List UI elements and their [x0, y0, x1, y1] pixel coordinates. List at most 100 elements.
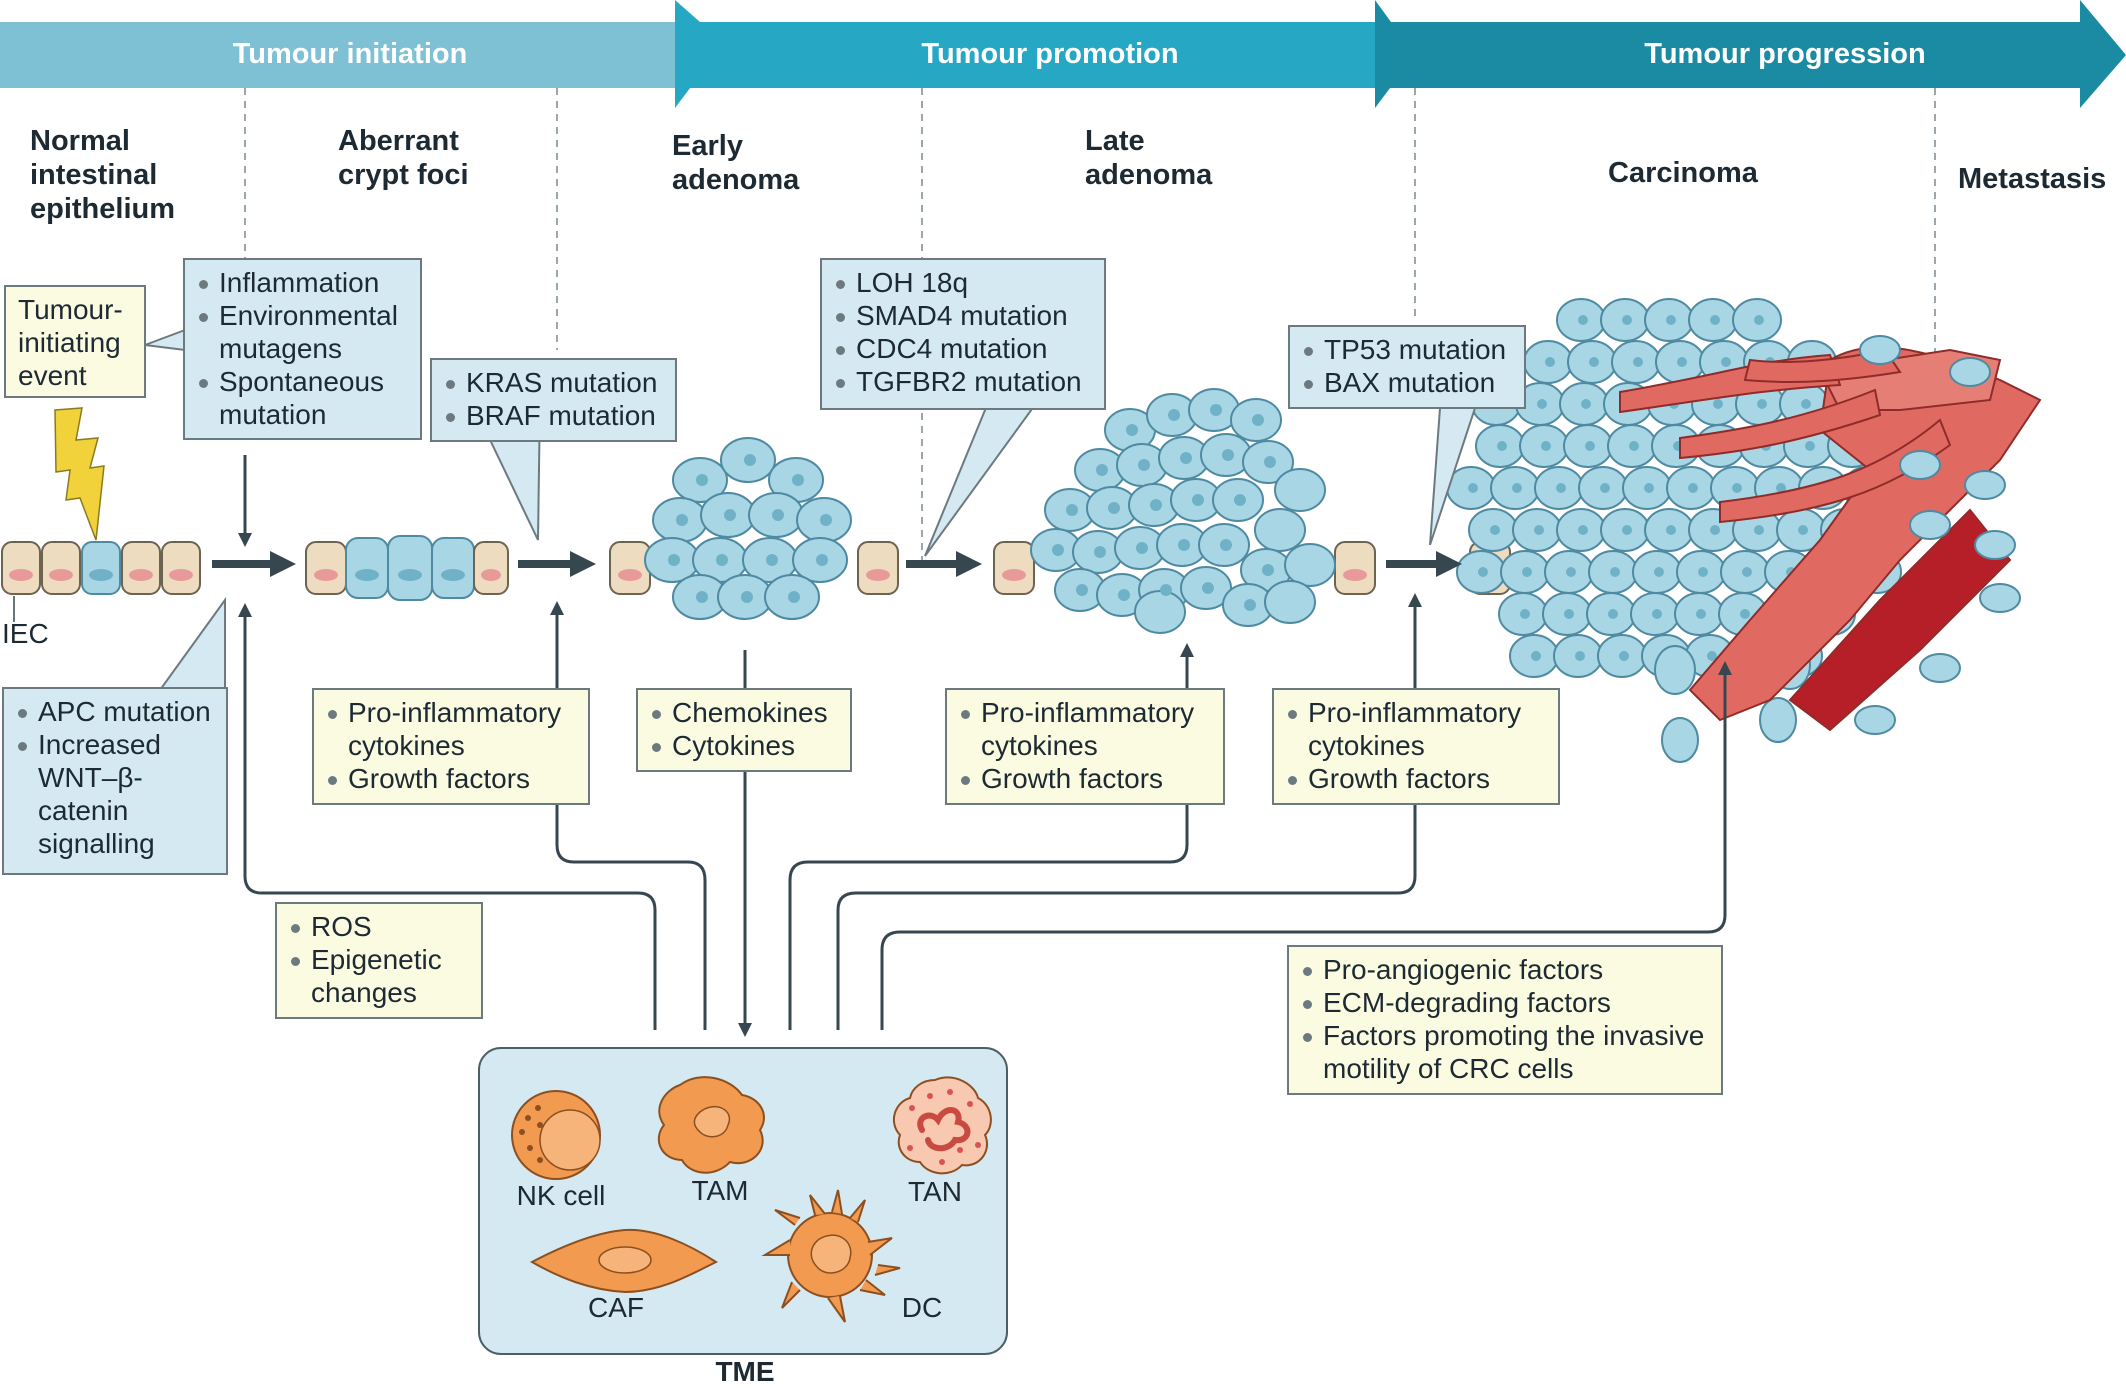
tumour-cell-nucleus [1534, 525, 1544, 535]
caf-label: CAF [588, 1292, 644, 1323]
tam-label: TAM [691, 1175, 749, 1206]
list-item: APC mutation [16, 695, 216, 728]
tumour-cell-nucleus [1619, 651, 1629, 661]
tumour-cell-nucleus [1520, 609, 1530, 619]
phase-arrow-progression-body [1380, 22, 2080, 88]
signal-arrows [238, 455, 1732, 1037]
tumour-cell-nucleus [1581, 399, 1591, 409]
list-item: Epigenetic changes [289, 943, 471, 1009]
detached-tumour-cell [1654, 645, 1696, 695]
tumour-cell-nucleus [1629, 441, 1639, 451]
phase-arrow-progression-tip [2080, 0, 2126, 108]
tumour-cell-nucleus [1468, 483, 1478, 493]
late-adenoma [993, 388, 1376, 634]
tumour-cell-nucleus [1622, 525, 1632, 535]
tumour-cell-nucleus [1698, 567, 1708, 577]
tumour-cell-nucleus [1666, 525, 1676, 535]
aberrant-crypt-cells [305, 535, 509, 601]
list-item: Chemokines [650, 696, 840, 729]
list-item: KRAS mutation [444, 366, 665, 399]
tumour-cell-nucleus [1490, 525, 1500, 535]
list-item: ROS [289, 910, 471, 943]
tumour-cell-nucleus [1688, 483, 1698, 493]
tumour-cell-nucleus [1754, 315, 1764, 325]
stage-label-early-adenoma: Early adenoma [672, 130, 800, 196]
tumour-cell-nucleus [1578, 315, 1588, 325]
tam-cell-icon [657, 1076, 765, 1174]
stage-label-carcinoma: Carcinoma [1608, 157, 1758, 189]
list-item: ECM-degrading factors [1301, 986, 1711, 1019]
stage-label-metastasis: Metastasis [1958, 163, 2107, 195]
list-item: Environmental mutagens [197, 299, 410, 365]
nk-cell-label: NK cell [516, 1180, 606, 1211]
pro-inflammatory-box-3: Pro-inflammatory cytokines Growth factor… [1272, 688, 1560, 805]
tumour-cell-nucleus [1707, 651, 1717, 661]
list-item: LOH 18q [834, 266, 1094, 299]
ros-box: ROS Epigenetic changes [275, 902, 483, 1019]
detached-tumour-cell [1759, 697, 1797, 743]
stage-label-normal: Normal intestinal epithelium [30, 125, 176, 225]
phase-label-promotion: Tumour promotion [921, 38, 1179, 70]
list-item: TGFBR2 mutation [834, 365, 1094, 398]
tumour-cell-nucleus [1497, 441, 1507, 451]
dc-cell-icon [761, 1189, 901, 1323]
tumour-cell-nucleus [1677, 357, 1687, 367]
phase-banner [0, 0, 2126, 108]
angiogenic-box: Pro-angiogenic factors ECM-degrading fac… [1287, 945, 1723, 1095]
inflammation-box: Inflammation Environmental mutagens Spon… [183, 258, 422, 440]
progression-arrows [212, 551, 1462, 577]
tumour-cell-nucleus [1578, 525, 1588, 535]
tumour-cell-nucleus [1754, 525, 1764, 535]
stage-label-acf: Aberrant crypt foci [338, 125, 469, 191]
tumour-cell-nucleus [1652, 609, 1662, 619]
tumour-cell-nucleus [1696, 609, 1706, 619]
tumour-cell-nucleus [1564, 609, 1574, 619]
tumour-cell-nucleus [1633, 357, 1643, 367]
detached-tumour-cell [1661, 717, 1699, 763]
tumour-cell-nucleus [1589, 357, 1599, 367]
list-item: Inflammation [197, 266, 410, 299]
tme-label: TME [715, 1356, 775, 1387]
list-item: BAX mutation [1302, 366, 1514, 399]
tumour-initiating-text: Tumour-initiating event [18, 294, 123, 391]
tumour-cell-nucleus [1798, 525, 1808, 535]
tumour-cell-nucleus [1757, 399, 1767, 409]
tumour-cell-nucleus [1608, 609, 1618, 619]
list-item: Pro-inflammatory cytokines [1286, 696, 1548, 762]
phase-arrow-promotion-body [680, 22, 1410, 88]
tumour-cell-nucleus [1776, 483, 1786, 493]
list-item: Pro-inflammatory cytokines [326, 696, 578, 762]
phase-arrow-initiation [0, 22, 710, 88]
tumour-cell-nucleus [1512, 483, 1522, 493]
tumour-initiating-event-box: Tumour-initiating event [4, 285, 146, 398]
list-item: Growth factors [959, 762, 1213, 795]
tp53-box: TP53 mutation BAX mutation [1288, 325, 1526, 409]
list-item: Increased WNT–β-catenin signalling [16, 728, 216, 860]
list-item: Growth factors [326, 762, 578, 795]
tumour-cell-nucleus [1732, 483, 1742, 493]
tumour-cell-nucleus [1710, 525, 1720, 535]
tumour-cell-nucleus [1713, 399, 1723, 409]
tumour-cell-nucleus [1600, 483, 1610, 493]
tumour-cell-nucleus [1556, 483, 1566, 493]
early-adenoma [609, 437, 899, 620]
tumour-cell-nucleus [1710, 315, 1720, 325]
loh-box: LOH 18q SMAD4 mutation CDC4 mutation TGF… [820, 258, 1106, 410]
list-item: Factors promoting the invasive motility … [1301, 1019, 1711, 1085]
tumour-cell-nucleus [1522, 567, 1532, 577]
normal-epithelium-cells [1, 541, 201, 595]
nk-cell-icon [511, 1090, 601, 1180]
tumour-cell-nucleus [1721, 357, 1731, 367]
phase-label-progression: Tumour progression [1644, 38, 1926, 70]
pro-inflammatory-box-1: Pro-inflammatory cytokines Growth factor… [312, 688, 590, 805]
list-item: Growth factors [1286, 762, 1548, 795]
list-item: Pro-angiogenic factors [1301, 953, 1711, 986]
caf-cell-icon [529, 1228, 719, 1294]
list-item: Cytokines [650, 729, 840, 762]
tumour-cell-nucleus [1610, 567, 1620, 577]
tumour-cell-nucleus [1545, 357, 1555, 367]
tumour-cell-nucleus [1654, 567, 1664, 577]
tumour-cell-nucleus [1585, 441, 1595, 451]
